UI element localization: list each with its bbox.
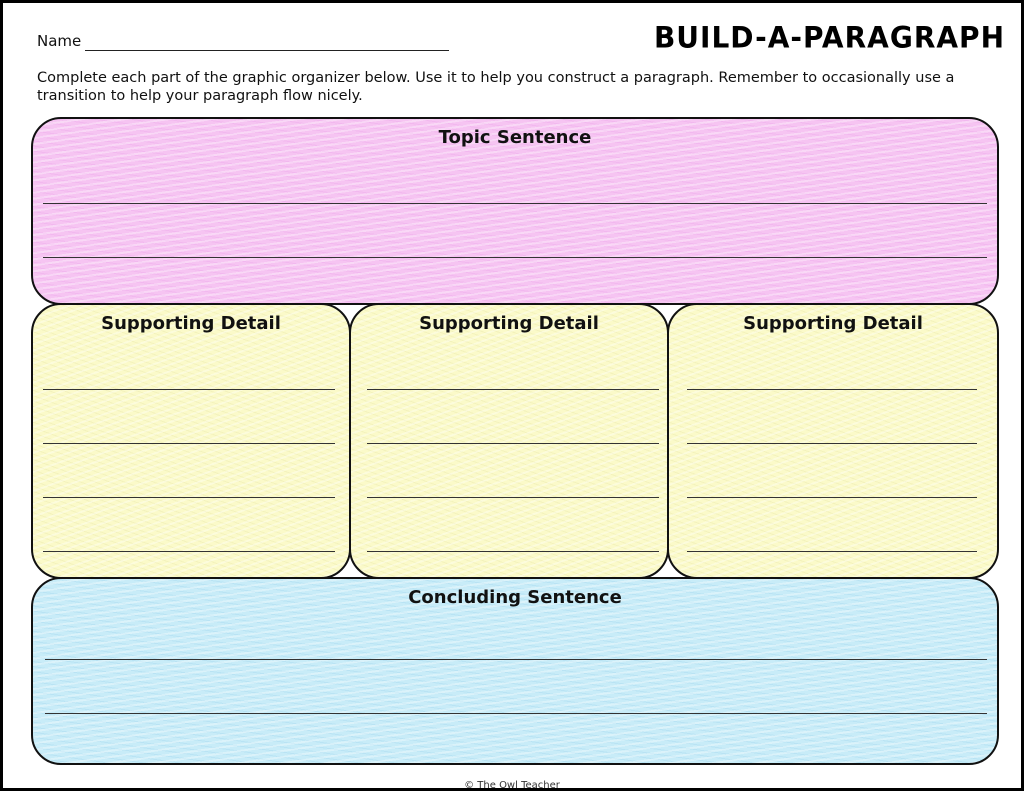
name-field[interactable] (85, 34, 450, 51)
supporting-detail-heading-2: Supporting Detail (419, 313, 599, 334)
detail-3-line-2[interactable] (687, 443, 977, 444)
detail-1-line-4[interactable] (43, 551, 335, 552)
instructions-text: Complete each part of the graphic organi… (37, 70, 955, 104)
detail-3-line-4[interactable] (687, 551, 977, 552)
copyright-footer: © The Owl Teacher (464, 780, 560, 791)
name-row: Name (37, 31, 450, 51)
detail-1-line-2[interactable] (43, 443, 335, 444)
detail-2-line-2[interactable] (367, 443, 659, 444)
topic-writing-line-1[interactable] (43, 203, 987, 204)
detail-3-line-1[interactable] (687, 389, 977, 390)
topic-writing-line-2[interactable] (43, 257, 987, 258)
supporting-detail-box-1: Supporting Detail (31, 303, 351, 579)
concluding-sentence-box: Concluding Sentence (31, 577, 999, 765)
detail-3-line-3[interactable] (687, 497, 977, 498)
name-label: Name (37, 32, 82, 50)
concluding-writing-line-1[interactable] (45, 659, 987, 660)
detail-2-line-1[interactable] (367, 389, 659, 390)
supporting-detail-heading-3: Supporting Detail (743, 313, 923, 334)
topic-sentence-box: Topic Sentence (31, 117, 999, 305)
supporting-detail-box-3: Supporting Detail (667, 303, 999, 579)
worksheet-title: BUILD-A-PARAGRAPH (653, 20, 1005, 55)
detail-2-line-3[interactable] (367, 497, 659, 498)
concluding-sentence-heading: Concluding Sentence (408, 587, 622, 608)
topic-sentence-heading: Topic Sentence (438, 127, 592, 148)
detail-1-line-3[interactable] (43, 497, 335, 498)
supporting-detail-box-2: Supporting Detail (349, 303, 669, 579)
supporting-detail-heading-1: Supporting Detail (101, 313, 281, 334)
detail-2-line-4[interactable] (367, 551, 659, 552)
concluding-writing-line-2[interactable] (45, 713, 987, 714)
detail-1-line-1[interactable] (43, 389, 335, 390)
